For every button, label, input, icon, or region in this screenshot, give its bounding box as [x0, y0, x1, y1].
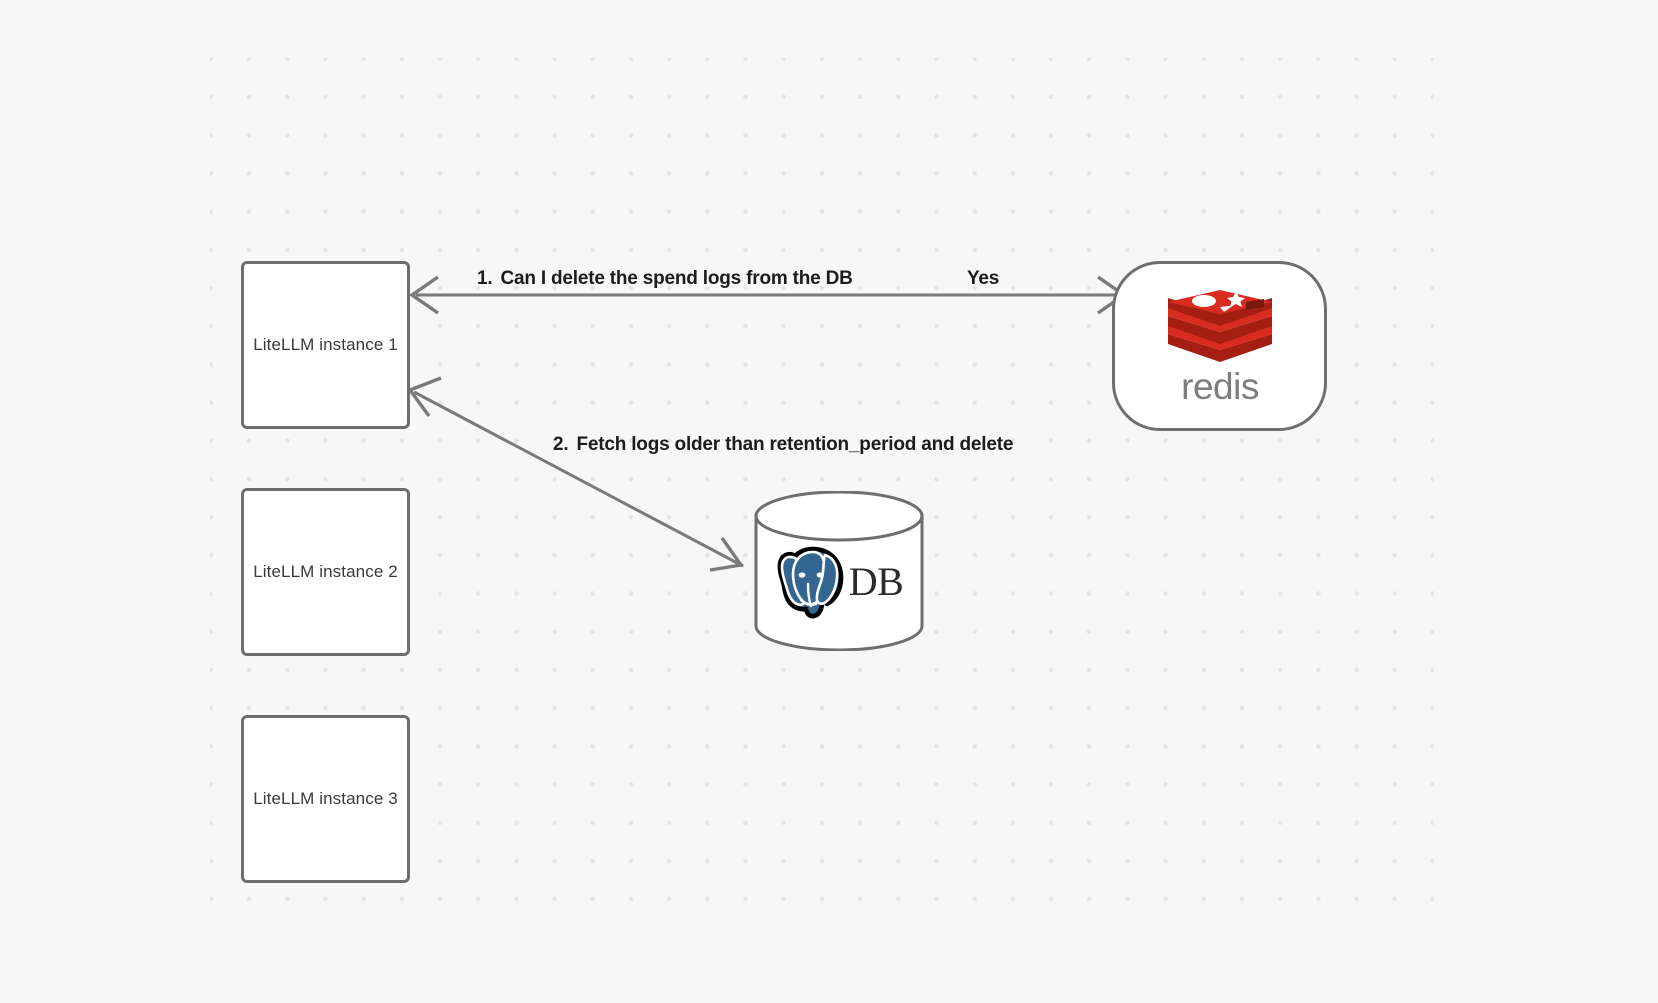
postgres-logo-row: DB — [753, 491, 925, 651]
step-number-1: 1. — [477, 268, 493, 289]
node-label-litellm-3: LiteLLM instance 3 — [253, 789, 398, 808]
edge-label-reply-yes: Yes — [967, 268, 1000, 289]
node-litellm-instance-1[interactable]: LiteLLM instance 1 — [241, 261, 410, 429]
svg-text:redis: redis — [1181, 368, 1259, 407]
edge-label-step-1: 1. Can I delete the spend logs from the D… — [477, 268, 853, 290]
postgresql-elephant-icon — [777, 546, 844, 619]
node-postgres-db[interactable]: DB — [753, 491, 925, 651]
postgres-db-label: DB — [848, 559, 904, 604]
step-number-2: 2. — [553, 434, 569, 455]
redis-wordmark: redis — [1181, 368, 1259, 407]
step-text-2: Fetch logs older than retention_period a… — [576, 434, 1014, 455]
step-text-1: Can I delete the spend logs from the DB — [500, 268, 853, 289]
redis-logo: redis — [1158, 288, 1282, 408]
node-litellm-instance-2[interactable]: LiteLLM instance 2 — [241, 488, 410, 656]
redis-cubes-icon — [1167, 290, 1272, 362]
edge-label-step-2: 2. Fetch logs older than retention_period… — [553, 434, 1013, 456]
node-redis[interactable]: redis — [1112, 261, 1327, 431]
node-label-litellm-1: LiteLLM instance 1 — [253, 335, 398, 354]
node-litellm-instance-3[interactable]: LiteLLM instance 3 — [241, 715, 410, 883]
node-label-litellm-2: LiteLLM instance 2 — [253, 562, 398, 581]
